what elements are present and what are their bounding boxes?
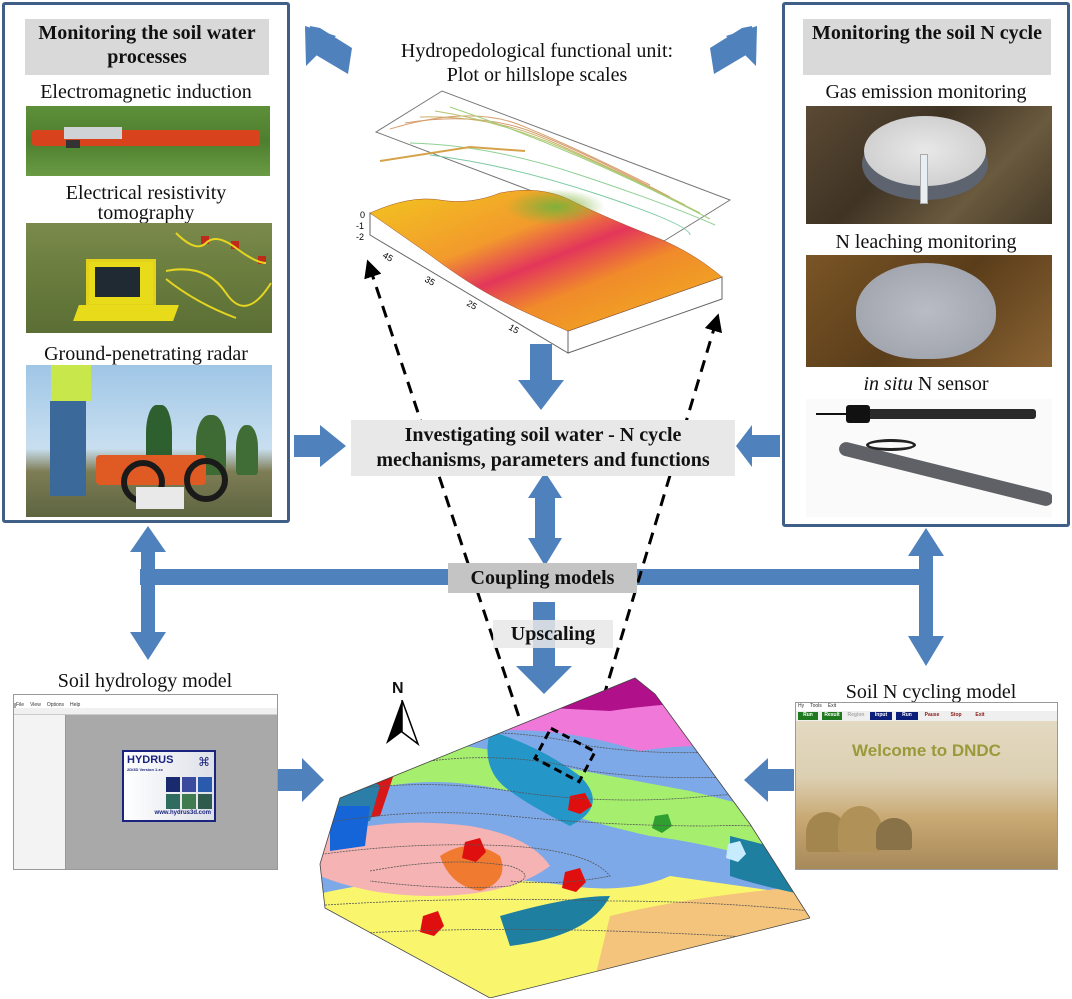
investigating-line2: mechanisms, parameters and functions	[376, 449, 710, 471]
in-situ-italic: in situ	[863, 373, 913, 395]
hydrus-app-name: HYDRUS	[127, 754, 174, 766]
soil-property-map	[319, 677, 810, 998]
hydrus-screenshot: File View Options Help HYDRUS 2D/3D Vers…	[13, 694, 278, 870]
y-tick-45: 45	[381, 250, 395, 264]
z-tick-0: 0	[360, 210, 365, 220]
dndc-menubar: Hy Tools Exit	[796, 703, 1057, 711]
hydrus-titlebar	[14, 695, 277, 703]
hydropedological-title-line2: Plot or hillslope scales	[446, 64, 628, 86]
dndc-haystack-painting	[806, 798, 912, 852]
arrow-to-right-panel	[710, 26, 757, 74]
sensor-label-rest: N sensor	[912, 373, 989, 395]
z-tick-1: -1	[356, 221, 364, 231]
em-induction-label: Electromagnetic induction	[40, 81, 252, 103]
hydrus-menu-view[interactable]: View	[30, 702, 41, 708]
north-label: N	[392, 680, 404, 697]
coupling-bar-left	[140, 569, 452, 585]
dndc-screenshot: Hy Tools Exit Run Result Region Input Ru…	[795, 702, 1058, 870]
n-leaching-label: N leaching monitoring	[835, 231, 1017, 253]
double-arrow-right-panel-ncycle	[908, 528, 944, 666]
terrain-surface	[369, 189, 723, 332]
dndc-input-button[interactable]: Input	[870, 712, 892, 720]
y-tick-35: 35	[423, 274, 437, 288]
gpr-label: Ground-penetrating radar	[44, 343, 248, 365]
hydropedological-title-line1: Hydropedological functional unit:	[400, 40, 674, 62]
arrow-hydrology-to-map	[276, 758, 324, 802]
dndc-exit-button[interactable]: Exit	[975, 712, 985, 718]
soil-water-monitoring-panel: Monitoring the soil water processes Elec…	[2, 2, 290, 523]
hydrus-menu-help[interactable]: Help	[70, 702, 81, 708]
dndc-result-button[interactable]: Result	[822, 712, 842, 720]
dndc-stop-button[interactable]: Stop	[950, 712, 962, 718]
upscaling-label: Upscaling	[493, 620, 613, 648]
north-arrow: N	[384, 680, 420, 750]
z-tick-2: -2	[356, 232, 364, 242]
soil-water-panel-title: Monitoring the soil water processes	[25, 19, 269, 75]
hydrus-menubar: File View Options Help	[16, 702, 277, 708]
north-arrow-icon	[386, 700, 420, 747]
investigating-line1: Investigating soil water - N cycle	[404, 424, 682, 446]
soil-n-cycling-model-label: Soil N cycling model	[845, 681, 1017, 703]
arrow-to-left-panel	[305, 26, 352, 74]
hydrus-menu-options[interactable]: Options	[46, 702, 65, 708]
dndc-menu-tools[interactable]: Tools	[810, 703, 822, 709]
hydrus-thumbnails	[166, 777, 214, 809]
hydrus-menu-file[interactable]: File	[16, 702, 25, 708]
gpr-cart-photo	[26, 365, 272, 517]
hydrus-toolbar	[14, 708, 277, 715]
y-tick-15: 15	[507, 322, 521, 336]
coupling-bar-right	[636, 569, 932, 585]
em-induction-device-photo	[26, 106, 270, 176]
dndc-toolbar: Run Result Region Input Run Pause Stop E…	[796, 711, 1057, 721]
arrow-left-panel-to-investigating	[294, 425, 346, 467]
y-tick-25: 25	[465, 298, 479, 312]
dndc-pause-button[interactable]: Pause	[924, 712, 940, 718]
coupling-models-label: Coupling models	[448, 563, 637, 593]
n-sensor-probes-photo	[806, 399, 1052, 517]
hydrus-splash: HYDRUS 2D/3D Version 1.xx ⌘ www.hydrus3d…	[122, 750, 216, 822]
gas-chamber-photo	[806, 106, 1052, 224]
soil-hydrology-model-label: Soil hydrology model	[57, 670, 233, 692]
ert-device-photo	[26, 223, 272, 333]
hydrus-logo-icon: ⌘	[198, 755, 210, 769]
double-arrow-left-panel-hydrology	[130, 526, 166, 660]
map-boundary	[319, 677, 810, 998]
hydrus-side-pane	[14, 715, 66, 869]
arrow-right-panel-to-investigating	[736, 425, 780, 467]
dndc-welcome-text: Welcome to DNDC	[852, 741, 1001, 760]
dndc-run-button[interactable]: Run	[798, 712, 818, 720]
double-arrow-investigating-coupling	[528, 472, 562, 566]
arrow-ncycle-to-map	[744, 758, 794, 802]
arrow-plot-to-investigating	[518, 344, 564, 410]
hydrus-url: www.hydrus3d.com	[154, 810, 211, 816]
gas-emission-label: Gas emission monitoring	[825, 81, 1027, 103]
hydrus-version: 2D/3D Version 1.xx	[127, 767, 163, 772]
leaching-mesh-photo	[806, 255, 1052, 367]
dndc-menu-exit[interactable]: Exit	[827, 703, 837, 709]
ert-label: Electrical resistivity tomography	[65, 182, 227, 224]
soil-n-panel-title: Monitoring the soil N cycle	[803, 19, 1051, 75]
contour-lines	[379, 106, 716, 236]
hydropedological-3d-plot: 0 -1 -2 45 35 25 15	[356, 90, 732, 354]
soil-n-monitoring-panel: Monitoring the soil N cycle Gas emission…	[782, 2, 1070, 527]
dndc-run2-button[interactable]: Run	[896, 712, 918, 720]
investigating-box: Investigating soil water - N cycle mecha…	[351, 420, 735, 476]
in-situ-sensor-label: in situ N sensor	[785, 373, 1067, 395]
zoom-dashed-line-right	[588, 313, 723, 743]
dndc-menu-hy[interactable]: Hy	[798, 703, 805, 709]
dndc-region-button[interactable]: Region	[847, 712, 865, 718]
